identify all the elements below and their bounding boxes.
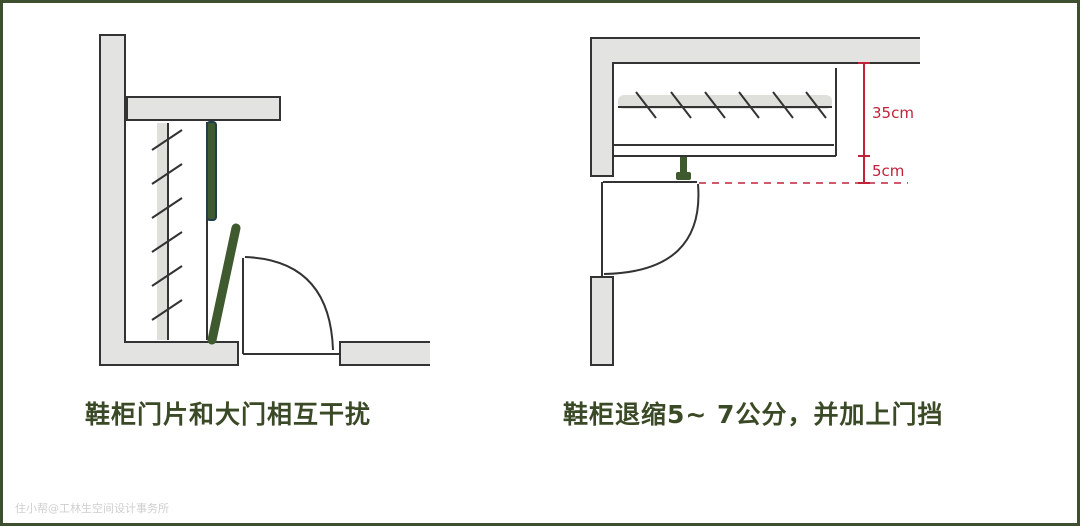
right-caption: 鞋柜退缩5~ 7公分，并加上门挡 (563, 400, 944, 429)
watermark: 住小帮@工林生空间设计事务所 (15, 502, 169, 515)
dimension-line (699, 62, 908, 184)
door-stopper (680, 157, 687, 174)
entry-door (601, 181, 700, 277)
entry-door (242, 256, 340, 355)
top-shelf-wall (126, 96, 281, 121)
shoe-rack-bar (157, 123, 168, 340)
outer-wall (99, 34, 239, 366)
cabinet-door-closed (206, 121, 217, 221)
shoe-hatches (635, 91, 827, 119)
right-wall (340, 342, 430, 365)
left-caption: 鞋柜门片和大门相互干扰 (85, 400, 372, 429)
lower-wall (590, 276, 614, 366)
cabinet-door-open (207, 223, 241, 345)
shoe-hatches (151, 129, 183, 321)
left-plan (99, 34, 430, 366)
right-plan (590, 37, 920, 366)
outer-wall (590, 37, 920, 177)
dimension-label-lower: 5cm (872, 162, 905, 180)
dimension-label-upper: 35cm (872, 104, 914, 122)
